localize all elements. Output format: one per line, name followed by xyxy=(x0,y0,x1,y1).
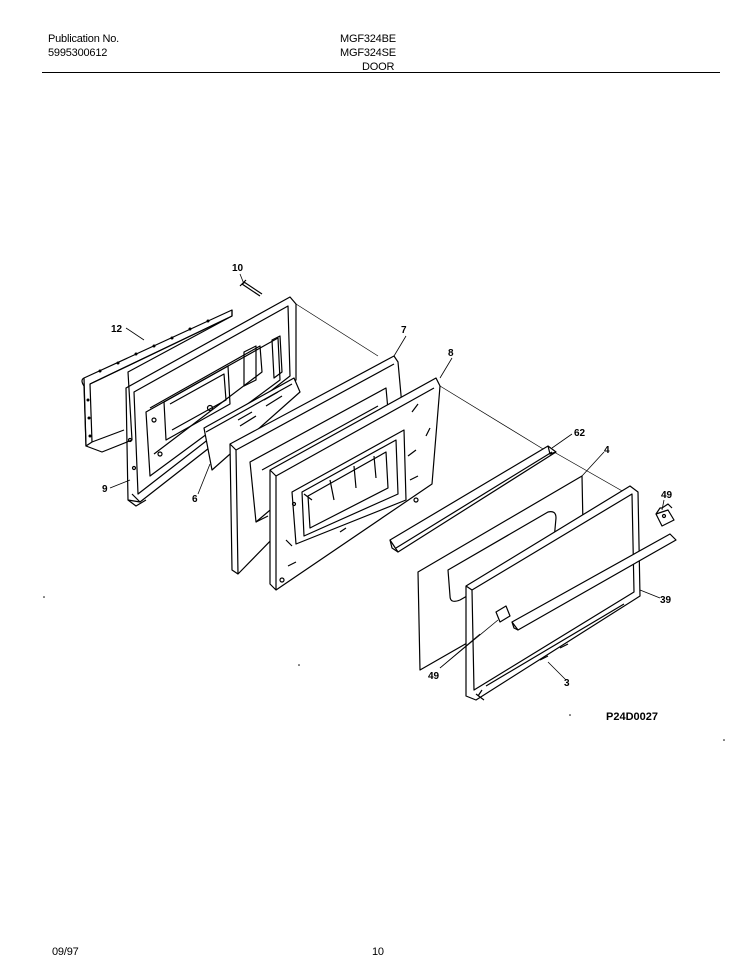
part-3-outer-frame xyxy=(465,485,641,701)
part-9-door-liner xyxy=(125,296,297,507)
callout-8: 8 xyxy=(448,348,454,359)
callout-12: 12 xyxy=(111,324,123,335)
figure-id: P24D0027 xyxy=(606,711,658,723)
part-62-trim-strip xyxy=(389,445,557,553)
model-number-1: MGF324BE xyxy=(340,33,396,45)
part-49-end-cap-b xyxy=(655,503,675,527)
publication-number: 5995300612 xyxy=(48,47,108,59)
part-10-screw xyxy=(239,279,263,297)
callout-9: 9 xyxy=(102,484,108,495)
publication-label: Publication No. xyxy=(48,33,119,45)
page-number: 10 xyxy=(372,946,384,958)
callout-4: 4 xyxy=(604,445,610,456)
part-39-handle xyxy=(511,533,677,631)
part-12-gasket xyxy=(81,309,233,453)
callout-3: 3 xyxy=(564,678,570,689)
callout-49-left: 49 xyxy=(428,671,440,682)
header-rule xyxy=(42,72,720,73)
part-6-glass xyxy=(203,377,301,471)
callout-10: 10 xyxy=(232,263,244,274)
callout-7: 7 xyxy=(401,325,407,336)
callout-62: 62 xyxy=(574,428,586,439)
footer-date: 09/97 xyxy=(52,946,79,958)
model-number-2: MGF324SE xyxy=(340,47,396,59)
part-49-end-cap-a xyxy=(495,605,511,623)
section-title: DOOR xyxy=(362,61,395,73)
callout-6: 6 xyxy=(192,494,198,505)
callout-39: 39 xyxy=(660,595,672,606)
part-8-inner-panel xyxy=(269,377,441,591)
callout-49-right: 49 xyxy=(661,490,673,501)
